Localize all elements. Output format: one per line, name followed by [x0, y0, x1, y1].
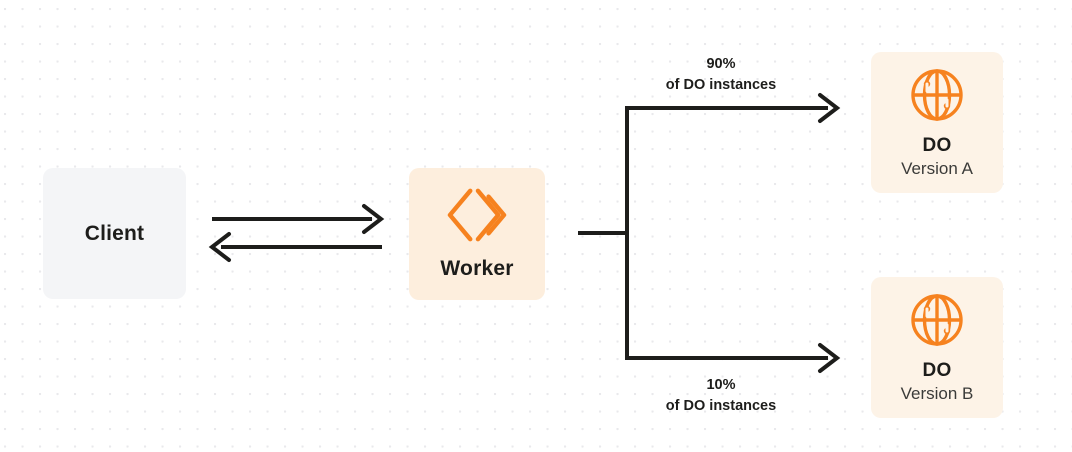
edge-label-do-a: 90% of DO instances: [621, 54, 821, 96]
edge-worker-to-do-a: [625, 93, 841, 123]
node-do-version-b[interactable]: DO Version B: [871, 277, 1003, 418]
edge-label-do-b: 10% of DO instances: [621, 375, 821, 417]
cloudflare-workers-icon: [446, 187, 508, 243]
node-worker-label: Worker: [440, 257, 514, 280]
node-do-b-label: DO: [922, 359, 952, 381]
edge-label-do-b-percent: 10%: [706, 377, 736, 393]
edge-label-do-a-description: of DO instances: [665, 77, 777, 94]
node-do-a-sublabel: Version A: [901, 158, 973, 178]
edge-worker-to-client: [208, 232, 382, 262]
durable-object-globe-icon: [909, 67, 965, 123]
edge-client-to-worker: [212, 204, 385, 234]
edge-worker-split-bus: [578, 106, 629, 360]
node-client-label: Client: [84, 221, 145, 245]
node-worker[interactable]: Worker: [409, 168, 545, 300]
edge-label-do-a-percent: 90%: [706, 56, 736, 72]
durable-object-globe-icon: [909, 292, 965, 348]
edge-worker-to-do-b: [625, 343, 841, 373]
node-do-a-label: DO: [922, 134, 952, 156]
node-do-b-sublabel: Version B: [900, 383, 974, 403]
node-client[interactable]: Client: [43, 168, 186, 299]
edge-label-do-b-description: of DO instances: [665, 398, 777, 415]
node-do-version-a[interactable]: DO Version A: [871, 52, 1003, 193]
